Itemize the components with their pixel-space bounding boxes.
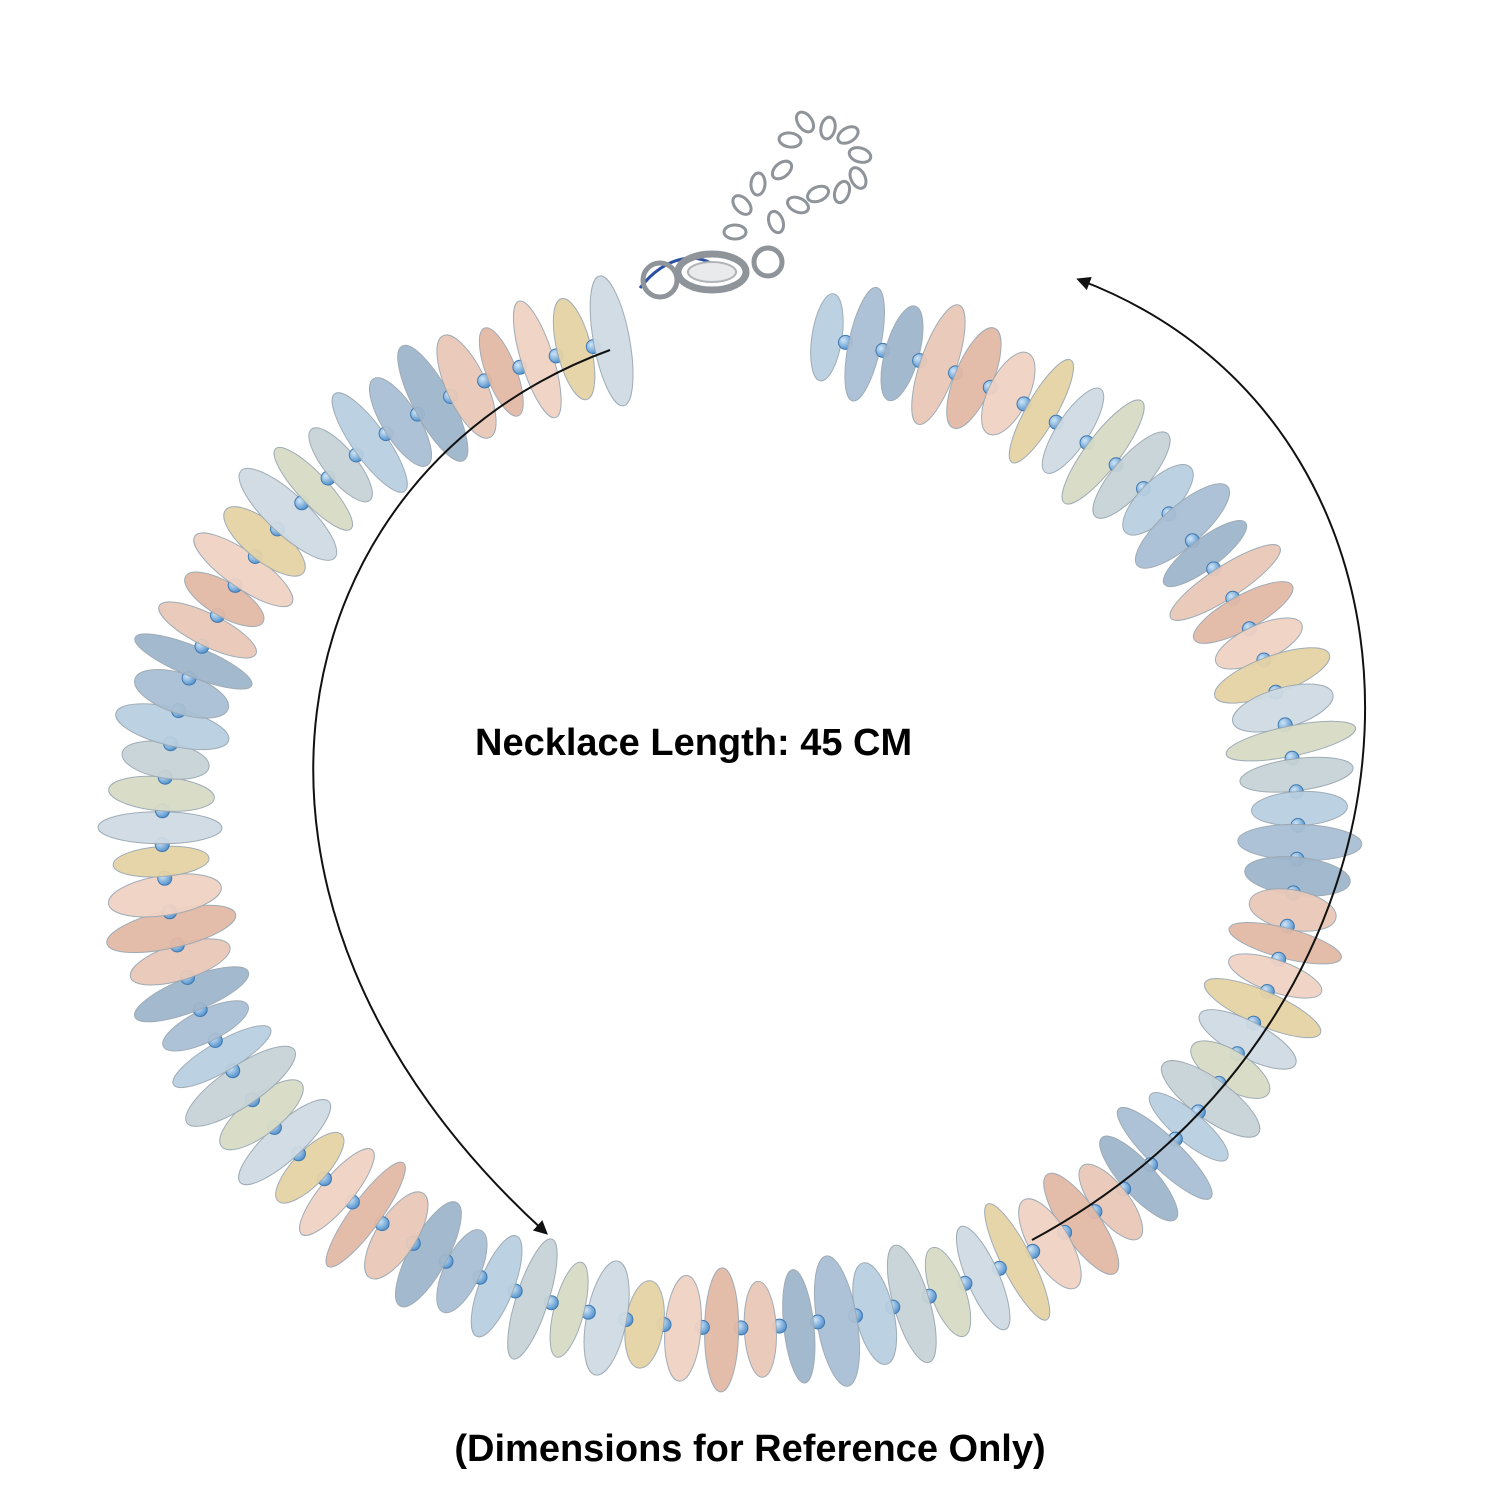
dimensions-disclaimer: (Dimensions for Reference Only)	[454, 1428, 1046, 1470]
chain-link	[806, 184, 830, 204]
curved-arrow-icon	[1031, 277, 1367, 1241]
chain-link	[819, 115, 837, 141]
chain-link	[749, 171, 767, 197]
curved-arrow-icon	[312, 349, 611, 1235]
chain-link	[832, 179, 852, 205]
gemstone-bead	[589, 275, 634, 407]
chain-link	[770, 159, 794, 181]
chain-link	[731, 194, 753, 216]
chain-link	[836, 125, 860, 145]
lobster-clasp-icon	[638, 245, 785, 300]
extender-chain-icon	[722, 110, 873, 241]
chain-link	[766, 209, 786, 235]
chain-link	[777, 131, 803, 149]
chain-link	[848, 166, 868, 190]
chain-link	[847, 146, 873, 164]
necklace-length-label: Necklace Length: 45 CM	[475, 722, 913, 764]
chain-link	[722, 223, 748, 241]
bead-strand	[97, 275, 1363, 1393]
chain-link	[786, 195, 810, 215]
chain-link	[794, 110, 816, 134]
